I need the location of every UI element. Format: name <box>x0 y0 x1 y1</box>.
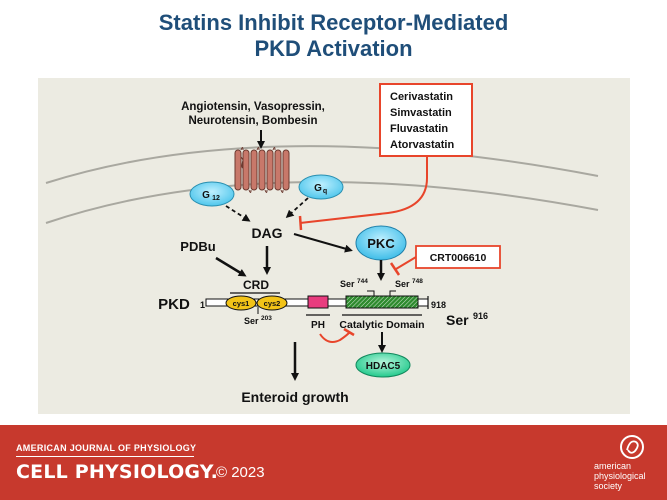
ser744-label: Ser <box>340 279 355 289</box>
copyright-label: © 2023 <box>216 464 265 481</box>
crt-inhibition-bar <box>389 262 401 276</box>
footer-divider <box>16 456 194 457</box>
ser748-superscript: 748 <box>412 278 423 285</box>
cys1-label: cys1 <box>233 299 250 308</box>
society-name-line3: society <box>594 481 623 491</box>
residue-end-label: 918 <box>431 300 446 310</box>
title-line-1: Statins Inhibit Receptor-Mediated <box>158 10 509 35</box>
pkc-node: PKC <box>355 225 407 261</box>
agonists-label-line1: Angiotensin, Vasopressin, <box>181 101 325 113</box>
hdac5-label: HDAC5 <box>366 361 401 372</box>
ser748-label: Ser <box>395 279 410 289</box>
ser916-label: Ser <box>446 312 469 328</box>
pkd-label: PKD <box>158 296 190 313</box>
ph-label: PH <box>311 320 325 331</box>
gq-protein: G q <box>298 174 344 200</box>
crt-inhibition-line <box>395 256 417 270</box>
g12-to-dag-arrow <box>225 205 251 222</box>
cys1-domain <box>225 295 257 311</box>
catalytic-domain <box>345 295 419 309</box>
society-name-line2: physiological <box>594 471 646 481</box>
pkd-pathway-diagram: Angiotensin, Vasopressin, Neurotensin, B… <box>45 83 599 405</box>
g12-subscript: 12 <box>212 195 220 202</box>
crt006610-box: CRT006610 <box>415 245 501 269</box>
dag-to-pkc-arrow <box>293 233 353 253</box>
statin-inhibition-line <box>299 156 428 224</box>
pdbu-label: PDBu <box>180 239 215 254</box>
crd-label: CRD <box>243 278 269 292</box>
statin-fluvastatin: Fluvastatin <box>390 123 448 135</box>
journal-section: CELL PHYSIOLOGY. <box>16 461 219 483</box>
footer-banner: AMERICAN JOURNAL OF PHYSIOLOGY CELL PHYS… <box>0 425 667 500</box>
residue-start-label: 1 <box>200 300 205 310</box>
gq-to-dag-arrow <box>285 197 309 219</box>
catalytic-domain-label: Catalytic Domain <box>339 319 424 331</box>
ser203-superscript: 203 <box>261 315 272 322</box>
g12-protein: G 12 <box>189 181 235 207</box>
society-name-line1: american <box>594 461 632 471</box>
agonists-label-line2: Neurotensin, Bombesin <box>188 115 317 127</box>
dag-label: DAG <box>251 225 282 241</box>
cys2-label: cys2 <box>264 299 281 308</box>
journal-name: AMERICAN JOURNAL OF PHYSIOLOGY <box>16 443 197 453</box>
ser916-superscript: 916 <box>473 311 488 321</box>
page-title: Statins Inhibit Receptor-Mediated PKD Ac… <box>0 10 667 62</box>
statin-cerivastatin: Cerivastatin <box>390 91 453 103</box>
gq-subscript: q <box>323 188 327 195</box>
crt006610-label: CRT006610 <box>430 252 487 264</box>
ser744-superscript: 744 <box>357 278 368 285</box>
gq-label: G <box>314 183 322 194</box>
statin-inhibition-bar <box>298 215 303 231</box>
statin-simvastatin: Simvastatin <box>390 107 452 119</box>
gpcr-receptor-icon <box>234 147 290 193</box>
statins-box: Cerivastatin Simvastatin Fluvastatin Ato… <box>379 83 473 157</box>
pdbu-arrow <box>215 256 247 277</box>
membrane-inner-line <box>45 180 599 224</box>
membrane-outer-line <box>45 145 599 184</box>
aps-logo-icon <box>620 435 644 459</box>
enteroid-growth-label: Enteroid growth <box>241 389 348 405</box>
g12-label: G <box>202 190 210 201</box>
ph-domain <box>307 295 329 309</box>
ser203-label: Ser <box>244 316 259 326</box>
pkc-label: PKC <box>367 236 395 251</box>
society-name: american physiological society <box>594 461 646 491</box>
ph-autoinhibition-bar <box>343 327 355 337</box>
title-line-2: PKD Activation <box>254 36 413 61</box>
ph-autoinhibition-line <box>319 331 351 343</box>
statin-atorvastatin: Atorvastatin <box>390 139 454 151</box>
hdac5-node: HDAC5 <box>355 352 411 378</box>
cys2-domain <box>256 295 288 311</box>
